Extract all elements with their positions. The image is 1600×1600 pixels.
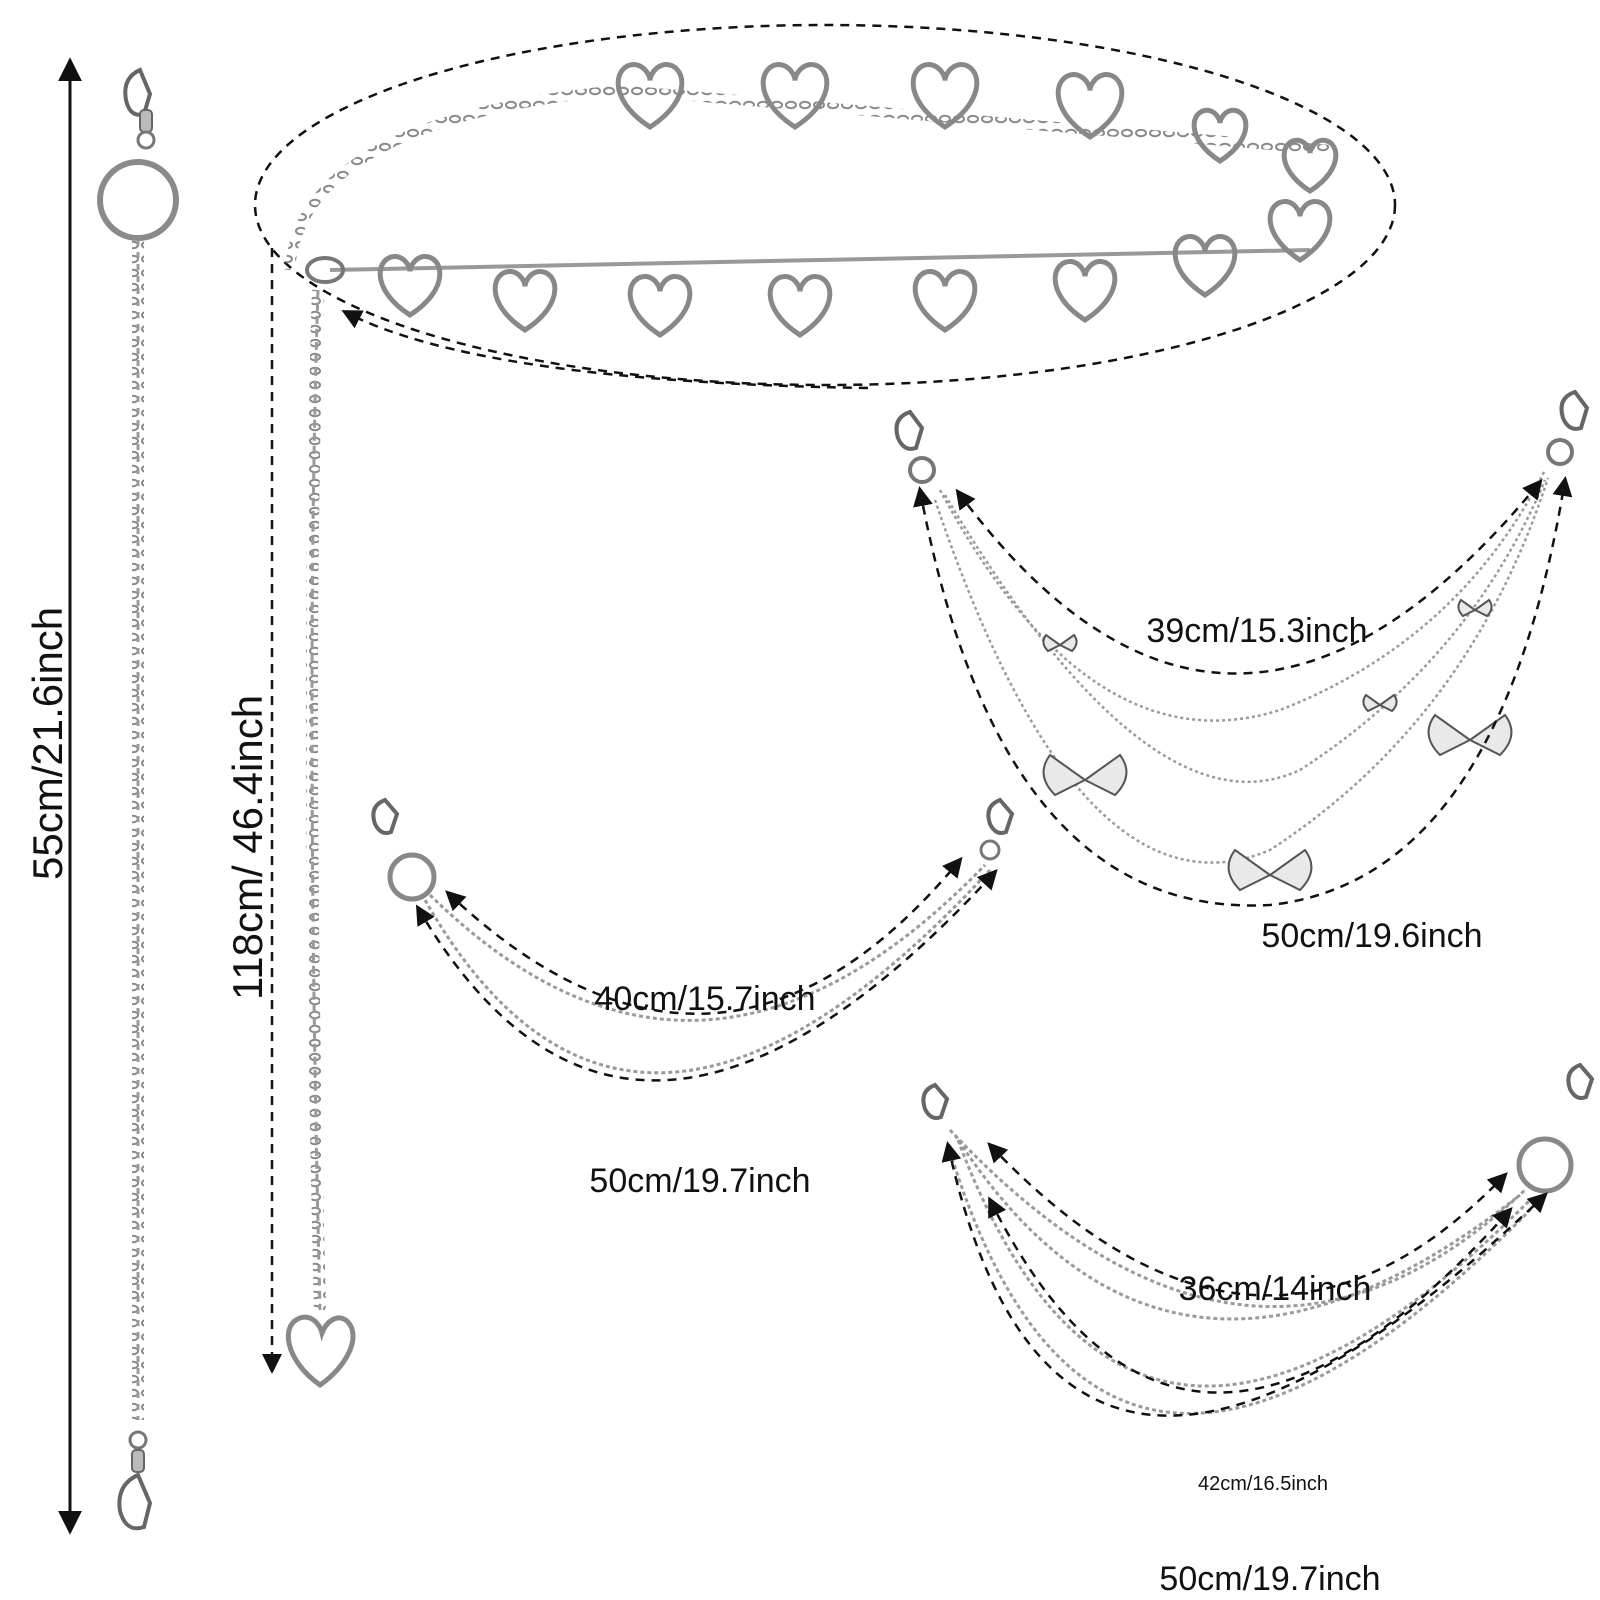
double-chain (371, 797, 1015, 1075)
double-inner-label: 40cm/15.7inch (594, 980, 815, 1018)
single-chain (97, 67, 179, 1531)
heart-link-icon (760, 62, 830, 130)
butterfly-icon (1042, 598, 1513, 892)
heart-belt-tail-measure (262, 248, 869, 1374)
double-chain-measure (415, 856, 998, 1082)
butterfly-outer-label: 50cm/19.6inch (1261, 917, 1482, 955)
heart-link-icon (912, 269, 978, 333)
clasp-left-icon (921, 1082, 950, 1120)
quad-chain (921, 1062, 1595, 1415)
clasp-right-icon (1566, 1062, 1595, 1100)
heart-link-icon (615, 62, 685, 130)
clasp-left-icon (894, 409, 936, 484)
clasp-top-icon (123, 67, 156, 150)
heart-link-icon (1281, 137, 1339, 194)
quad-chain-measure (941, 1141, 1548, 1417)
heart-pendant-icon (285, 1314, 356, 1389)
quad-middle-label: 42cm/16.5inch (1198, 1473, 1328, 1495)
ring-icon (97, 159, 179, 241)
heart-links (377, 62, 1339, 338)
quad-inner-label: 36cm/14inch (1179, 1270, 1372, 1308)
clasp-bottom-icon (117, 1430, 153, 1531)
single-chain-length-label: 55cm/21.6inch (24, 607, 71, 880)
ring-icon (387, 852, 437, 902)
heart-link-icon (910, 62, 980, 130)
heart-link-icon (1191, 107, 1249, 164)
heart-link-icon (1267, 199, 1333, 263)
heart-link-icon (1052, 259, 1118, 323)
heart-link-icon (377, 254, 443, 318)
heart-link-icon (1172, 234, 1238, 298)
clasp-right-icon (1546, 389, 1590, 466)
heart-belt (253, 23, 1397, 1389)
belt-clasp-icon (305, 256, 345, 284)
ring-icon (1516, 1136, 1574, 1194)
heart-link-icon (1055, 72, 1125, 140)
butterfly-inner-label: 39cm/15.3inch (1146, 612, 1367, 650)
clasp-left-icon (371, 797, 400, 835)
butterfly-chain-measure (913, 476, 1573, 907)
double-outer-label: 50cm/19.7inch (589, 1162, 810, 1200)
heart-link-icon (492, 269, 558, 333)
quad-outer-label: 50cm/19.7inch (1159, 1560, 1380, 1598)
heart-belt-tail-label: 118cm/ 46.4inch (224, 695, 271, 1000)
clasp-right-icon (979, 797, 1015, 861)
butterfly-chain (894, 389, 1590, 892)
heart-link-icon (767, 274, 833, 338)
heart-link-icon (627, 274, 693, 338)
